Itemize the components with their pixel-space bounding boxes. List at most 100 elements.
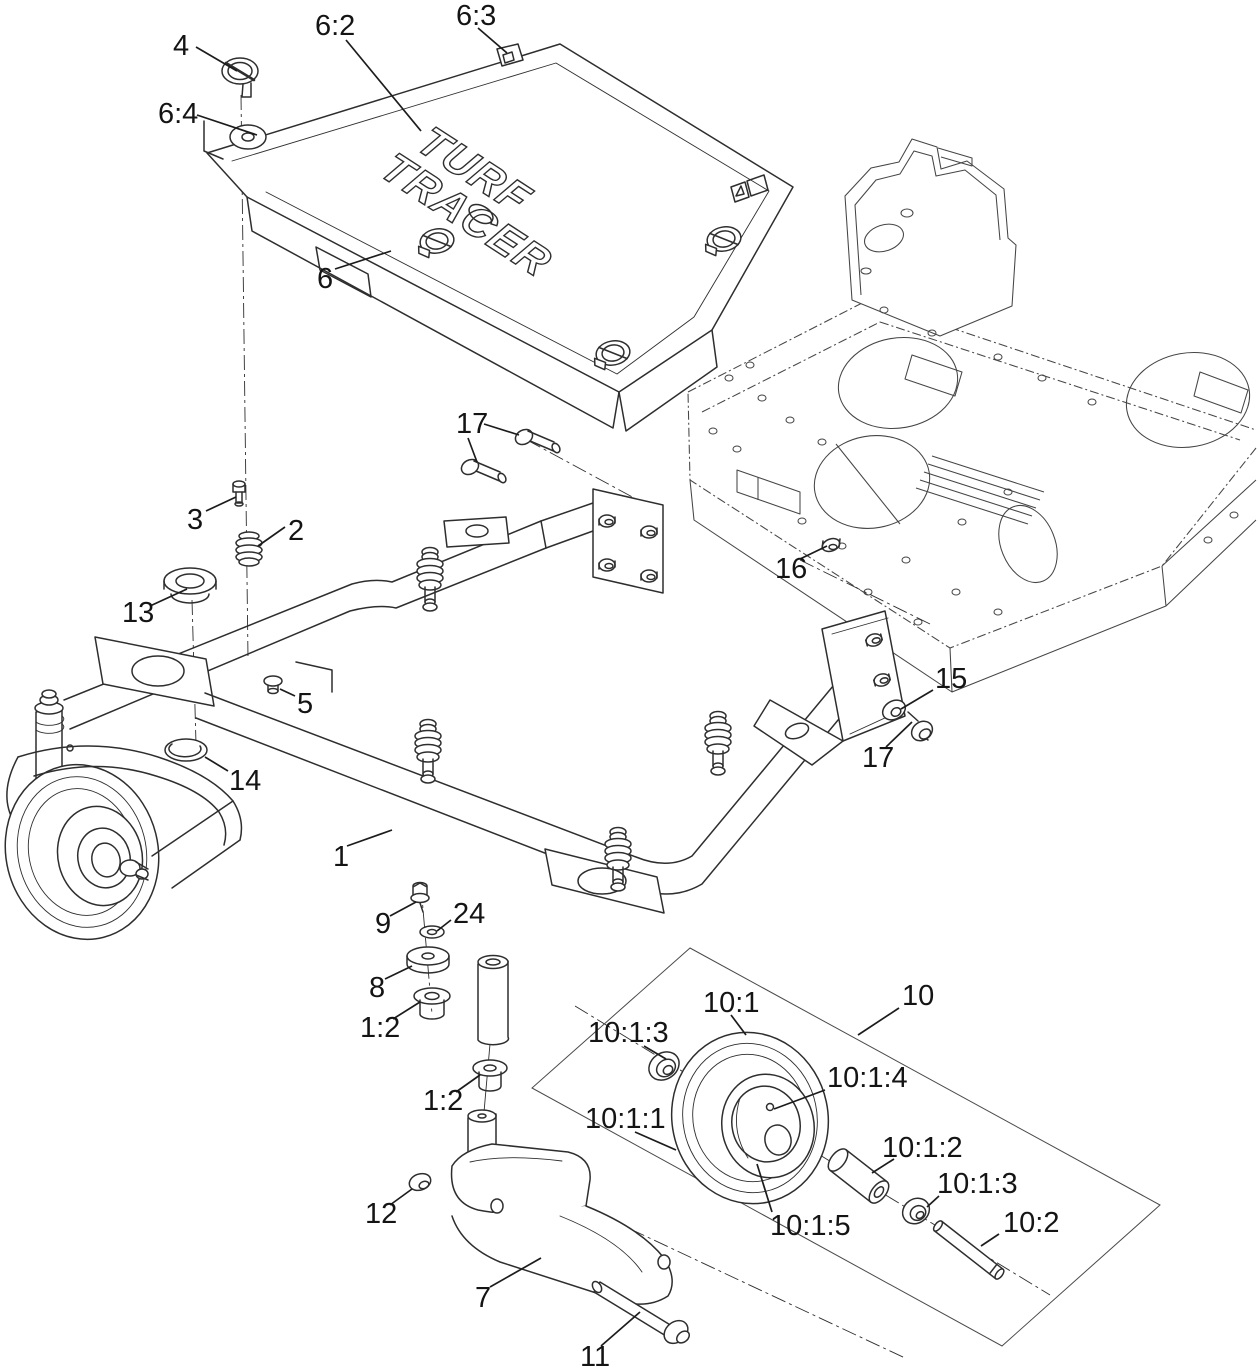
caster-wheel	[4, 763, 160, 941]
leader-line-15	[900, 689, 934, 710]
callout-label-6-3: 6:3	[456, 0, 496, 32]
bracket-arm	[753, 699, 844, 766]
leader-line-3	[205, 496, 237, 512]
deck-seam	[701, 321, 1241, 441]
callout-label-10-1-1: 10:1:1	[585, 1103, 666, 1135]
callout-label-10-1-3: 10:1:3	[937, 1168, 1018, 1200]
leader-line-10-1-1	[634, 1131, 677, 1151]
axle-10-2	[932, 1220, 1005, 1280]
spring-retainer	[416, 546, 444, 612]
leader-line-6	[334, 250, 392, 270]
leader-line-16	[799, 545, 828, 560]
flange-nut-12	[408, 1172, 432, 1192]
spacer-10-1-2	[827, 1148, 890, 1204]
hex-nut	[598, 558, 616, 572]
deck-outline	[687, 391, 1257, 649]
caster-fork	[17, 745, 243, 841]
frame-lower-tube	[204, 667, 849, 864]
cover-handle-slot	[315, 246, 372, 298]
bushing-1-2b	[472, 1059, 508, 1092]
callout-label-3: 3	[187, 504, 203, 536]
callout-label-10-1-4: 10:1:4	[827, 1062, 908, 1094]
caster-socket-hole	[131, 655, 185, 687]
leader-line-10-2	[980, 1233, 1000, 1247]
grease-fitting-3	[232, 480, 246, 507]
wheel-10-1	[670, 1031, 830, 1205]
flange-bolt-9	[410, 881, 430, 913]
bushing-1-2a	[413, 987, 451, 1020]
leader-line-17	[885, 721, 913, 748]
cover-corner-tab	[203, 120, 224, 160]
flange-nut-16	[821, 537, 841, 553]
callout-label-6-2: 6:2	[315, 10, 355, 42]
callout-label-1: 1	[333, 841, 349, 873]
belt-cover-assembly: TURF TRACER	[203, 43, 794, 432]
cover-hole	[468, 203, 494, 225]
callout-label-15: 15	[935, 663, 967, 695]
deck-right-arm	[1161, 479, 1257, 607]
wheel-subassembly-10	[648, 1031, 1005, 1280]
pulley-opening	[837, 336, 959, 430]
leader-line-10-1-3	[643, 1045, 667, 1060]
bracket-hole	[864, 223, 904, 253]
leader-line-4	[195, 46, 238, 72]
callout-label-24: 24	[453, 898, 485, 930]
leader-line-17	[467, 437, 478, 463]
spring-retainer	[704, 710, 732, 776]
callout-label-7: 7	[475, 1282, 491, 1314]
frame-upper-tube	[63, 520, 542, 701]
warning-decal-icon	[730, 174, 769, 203]
caster-hardware-exploded	[406, 881, 691, 1345]
callout-label-17: 17	[862, 742, 894, 774]
leader-line-2	[257, 526, 286, 547]
leader-line-14	[204, 756, 229, 772]
deck-hook-tab	[736, 469, 801, 515]
washer-15	[881, 699, 907, 721]
leader-line-10-1-3	[926, 1195, 940, 1208]
caster-socket-tube	[477, 960, 510, 1046]
pulley-opening	[813, 435, 931, 529]
side-opening	[998, 505, 1058, 583]
leader-line-6-3	[477, 27, 508, 54]
snap-ring-14	[164, 738, 208, 762]
gusset-plate	[443, 516, 510, 548]
grease-hole-10-1-4	[765, 1102, 775, 1112]
washer-24	[419, 925, 445, 939]
axle-bolt	[119, 859, 149, 881]
callout-label-1-2: 1:2	[360, 1012, 400, 1044]
vent-louvers	[915, 455, 1045, 525]
leader-line-11	[600, 1311, 641, 1347]
callout-label-10-1-5: 10:1:5	[770, 1210, 851, 1242]
callout-label-2: 2	[288, 515, 304, 547]
callout-label-1-2: 1:2	[423, 1085, 463, 1117]
callout-label-4: 4	[173, 30, 189, 62]
washer-6-4	[229, 124, 267, 150]
callout-label-12: 12	[365, 1198, 397, 1230]
spring-retainer	[414, 718, 442, 784]
leader-line-24	[436, 919, 452, 932]
leader-line-8	[384, 965, 413, 980]
leader-line-7	[489, 1257, 542, 1288]
deck-front-skirt	[689, 479, 953, 693]
leader-line-1-2	[455, 1074, 481, 1093]
callout-label-6: 6	[317, 263, 333, 295]
rear-mount-bracket	[821, 610, 906, 742]
hex-nut	[640, 569, 658, 583]
leader-line-10-1-5	[756, 1163, 773, 1213]
deck-tower-bracket	[844, 138, 1017, 337]
cover-skirt	[246, 196, 620, 429]
leader-line-13	[149, 588, 188, 607]
leader-line-1	[346, 829, 393, 847]
leader-line-10	[857, 1007, 900, 1036]
callout-label-10-2: 10:2	[1003, 1207, 1059, 1239]
pulley-opening	[1125, 351, 1251, 449]
callout-label-10-1-3: 10:1:3	[588, 1017, 669, 1049]
callout-label-11: 11	[580, 1341, 610, 1370]
axle-bolt-11	[591, 1280, 691, 1345]
callout-label-10: 10	[902, 980, 934, 1012]
callout-label-17: 17	[456, 408, 488, 440]
leader-line-9	[389, 901, 417, 917]
button-bolt-5	[263, 675, 283, 695]
